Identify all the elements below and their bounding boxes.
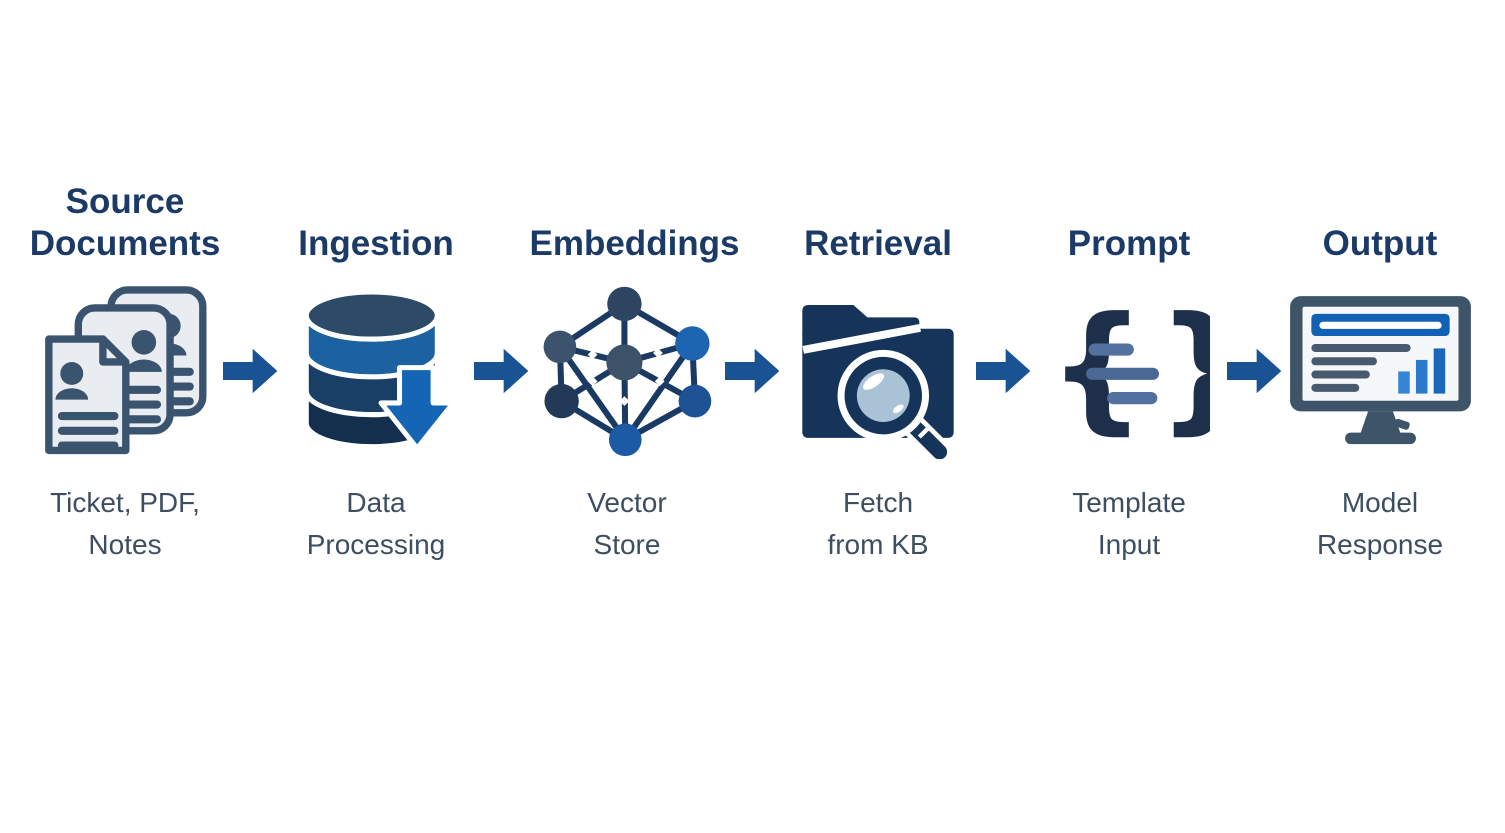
- stage-caption-ingestion: Data Processing: [306, 487, 446, 560]
- database-ingest-icon: [279, 278, 474, 464]
- flow-arrow-icon: [724, 278, 781, 464]
- monitor-response-icon: [1283, 278, 1478, 464]
- flow-arrow-icon: [975, 278, 1032, 464]
- stage-caption-output: Model Response: [1316, 487, 1444, 560]
- flow-arrow-icon: [222, 278, 279, 464]
- stage-caption-retrieval: Fetch from KB: [827, 487, 929, 560]
- stage-title-output: Output: [1322, 223, 1438, 263]
- stage-caption-embeddings: Vector Store: [587, 487, 667, 560]
- stage-caption-prompt: Template Input: [1072, 487, 1186, 560]
- stage-title-prompt: Prompt: [1067, 223, 1191, 263]
- vector-network-icon: [530, 278, 725, 464]
- documents-icon: [28, 278, 223, 464]
- stage-caption-source-documents: Ticket, PDF, Notes: [50, 487, 200, 560]
- braces-template-icon: { }: [1032, 278, 1227, 464]
- stage-title-embeddings: Embeddings: [529, 223, 740, 263]
- svg-text:}: }: [1157, 295, 1210, 447]
- folder-search-icon: [781, 278, 976, 464]
- stage-title-ingestion: Ingestion: [298, 223, 454, 263]
- stage-title-retrieval: Retrieval: [804, 223, 952, 263]
- flow-arrow-icon: [1226, 278, 1283, 464]
- stage-title-source-documents: Source Documents: [29, 182, 221, 263]
- flow-arrow-icon: [473, 278, 530, 464]
- flow-grid: Source Documents Ingestion Embeddings Re…: [0, 176, 1505, 566]
